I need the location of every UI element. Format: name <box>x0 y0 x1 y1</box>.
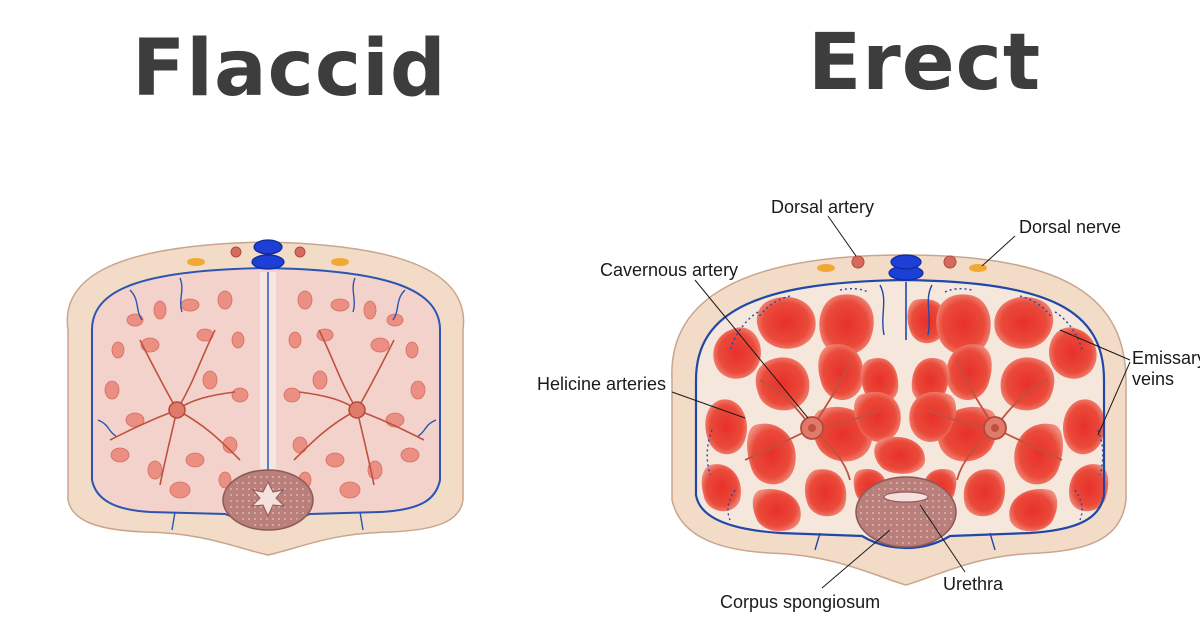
flaccid-cross-section <box>66 239 465 556</box>
flaccid-dorsal-artery-left <box>230 246 242 258</box>
erect-dorsal-nerve-right <box>969 264 987 272</box>
erect-dorsal-nerve-left <box>817 264 835 272</box>
label-helicine-arteries: Helicine arteries <box>537 374 666 394</box>
erect-title: Erect <box>808 18 1042 108</box>
label-emissary-veins-line1: Emissary <box>1132 348 1200 368</box>
erect-urethra <box>883 491 929 503</box>
flaccid-urethra <box>250 480 286 518</box>
label-dorsal-artery: Dorsal artery <box>771 197 874 217</box>
label-cavernous-artery: Cavernous artery <box>600 260 738 280</box>
flaccid-cavernous-artery-right <box>348 401 366 419</box>
label-dorsal-nerve: Dorsal nerve <box>1019 217 1121 237</box>
erect-dorsal-artery-right <box>943 255 957 269</box>
flaccid-cavernous-artery-left <box>168 401 186 419</box>
flaccid-dorsal-nerve-left <box>187 258 205 266</box>
erect-dorsal-artery-left <box>851 255 865 269</box>
label-corpus-spongiosum: Corpus spongiosum <box>720 592 880 612</box>
label-leader-lines <box>671 215 1131 589</box>
label-urethra: Urethra <box>943 574 1004 594</box>
erect-emissary-veins <box>706 287 1104 521</box>
flaccid-deep-dorsal-vein <box>251 254 285 270</box>
flaccid-dorsal-artery-right <box>294 246 306 258</box>
flaccid-dorsal-nerve-right <box>331 258 349 266</box>
label-emissary-veins-line2: veins <box>1132 369 1174 389</box>
erect-cross-section <box>671 254 1127 586</box>
flaccid-title: Flaccid <box>132 24 447 114</box>
flaccid-emissary-veins <box>97 277 437 531</box>
